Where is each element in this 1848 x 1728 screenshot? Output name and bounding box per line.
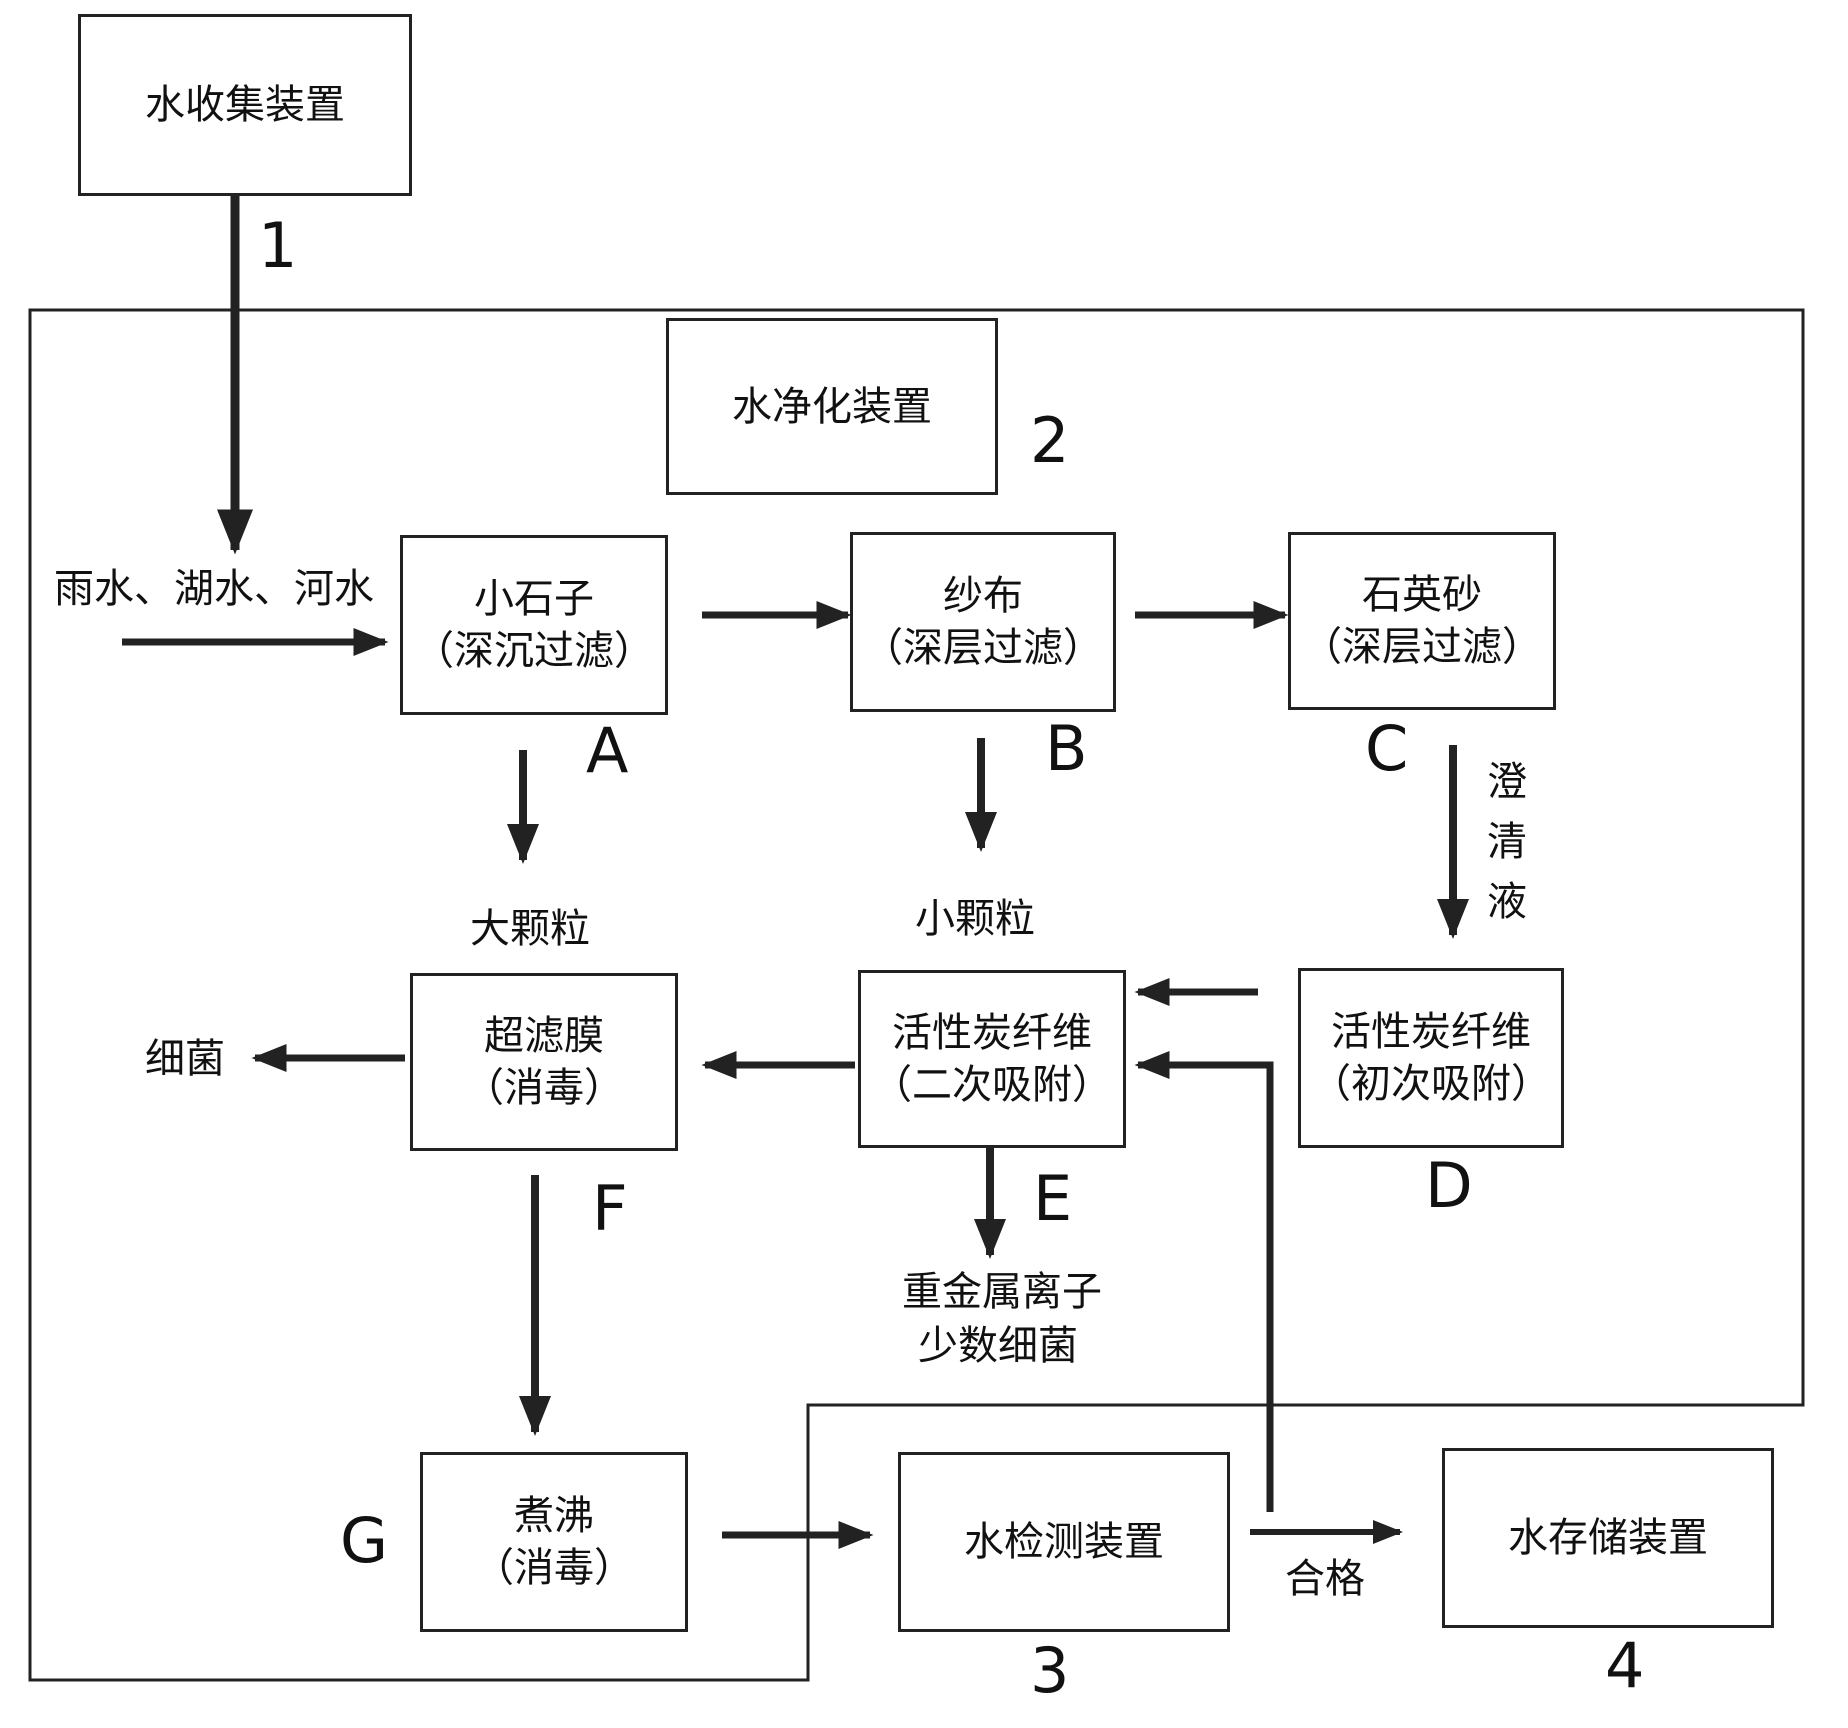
stones-filter-name: 小石子 (474, 576, 594, 622)
water-detection-label: 水检测装置 (964, 1519, 1164, 1565)
marker-1: 1 (258, 209, 298, 282)
purification-region-outline (28, 308, 1805, 1682)
carbon-primary-name: 活性炭纤维 (1331, 1009, 1531, 1055)
stones-filter-desc: （深沉过滤） (414, 628, 654, 674)
ultrafiltration-box: 超滤膜 （消毒） (410, 973, 678, 1151)
few-bacteria-label: 少数细菌 (918, 1323, 1078, 1369)
stones-filter-box: 小石子 （深沉过滤） (400, 535, 668, 715)
marker-D: D (1425, 1149, 1473, 1222)
water-purification-label: 水净化装置 (732, 383, 932, 430)
bacteria-label: 细菌 (145, 1036, 225, 1082)
marker-C: C (1365, 712, 1409, 785)
marker-G: G (340, 1504, 389, 1577)
arrow-feedback-to-secondary (1134, 1051, 1274, 1512)
water-detection-box: 水检测装置 (898, 1452, 1230, 1632)
marker-3: 3 (1030, 1634, 1070, 1707)
marker-F: F (592, 1172, 628, 1245)
water-storage-label: 水存储装置 (1508, 1515, 1708, 1561)
quartz-filter-name: 石英砂 (1362, 572, 1482, 618)
quartz-filter-desc: （深层过滤） (1302, 624, 1542, 670)
quartz-filter-box: 石英砂 （深层过滤） (1288, 532, 1556, 710)
marker-4: 4 (1605, 1629, 1645, 1702)
sources-label: 雨水、湖水、河水 (54, 566, 374, 612)
water-collection-box: 水收集装置 (78, 14, 412, 196)
large-particles-label: 大颗粒 (470, 906, 590, 952)
boiling-box: 煮沸 （消毒） (420, 1452, 688, 1632)
boiling-desc: （消毒） (474, 1545, 634, 1591)
marker-B: B (1045, 712, 1088, 785)
carbon-primary-desc: （初次吸附） (1311, 1061, 1551, 1107)
carbon-secondary-desc: （二次吸附） (872, 1062, 1112, 1108)
marker-E: E (1033, 1162, 1073, 1235)
water-collection-label: 水收集装置 (145, 82, 345, 128)
small-particles-label: 小颗粒 (915, 896, 1035, 942)
marker-2: 2 (1030, 404, 1070, 477)
boiling-name: 煮沸 (514, 1493, 594, 1539)
gauze-filter-desc: （深层过滤） (863, 625, 1103, 671)
gauze-filter-box: 纱布 （深层过滤） (850, 532, 1116, 712)
heavy-metals-label: 重金属离子 (902, 1269, 1102, 1315)
ultrafiltration-name: 超滤膜 (484, 1013, 604, 1059)
clear-liquid-label: 澄清液 (1487, 759, 1527, 925)
marker-A: A (586, 714, 629, 787)
qualified-label: 合格 (1285, 1556, 1365, 1602)
carbon-secondary-box: 活性炭纤维 （二次吸附） (858, 970, 1126, 1148)
water-purification-title-box: 水净化装置 (666, 318, 998, 495)
water-storage-box: 水存储装置 (1442, 1448, 1774, 1628)
gauze-filter-name: 纱布 (943, 573, 1023, 619)
carbon-primary-box: 活性炭纤维 （初次吸附） (1298, 968, 1564, 1148)
ultrafiltration-desc: （消毒） (464, 1065, 624, 1111)
carbon-secondary-name: 活性炭纤维 (892, 1010, 1092, 1056)
